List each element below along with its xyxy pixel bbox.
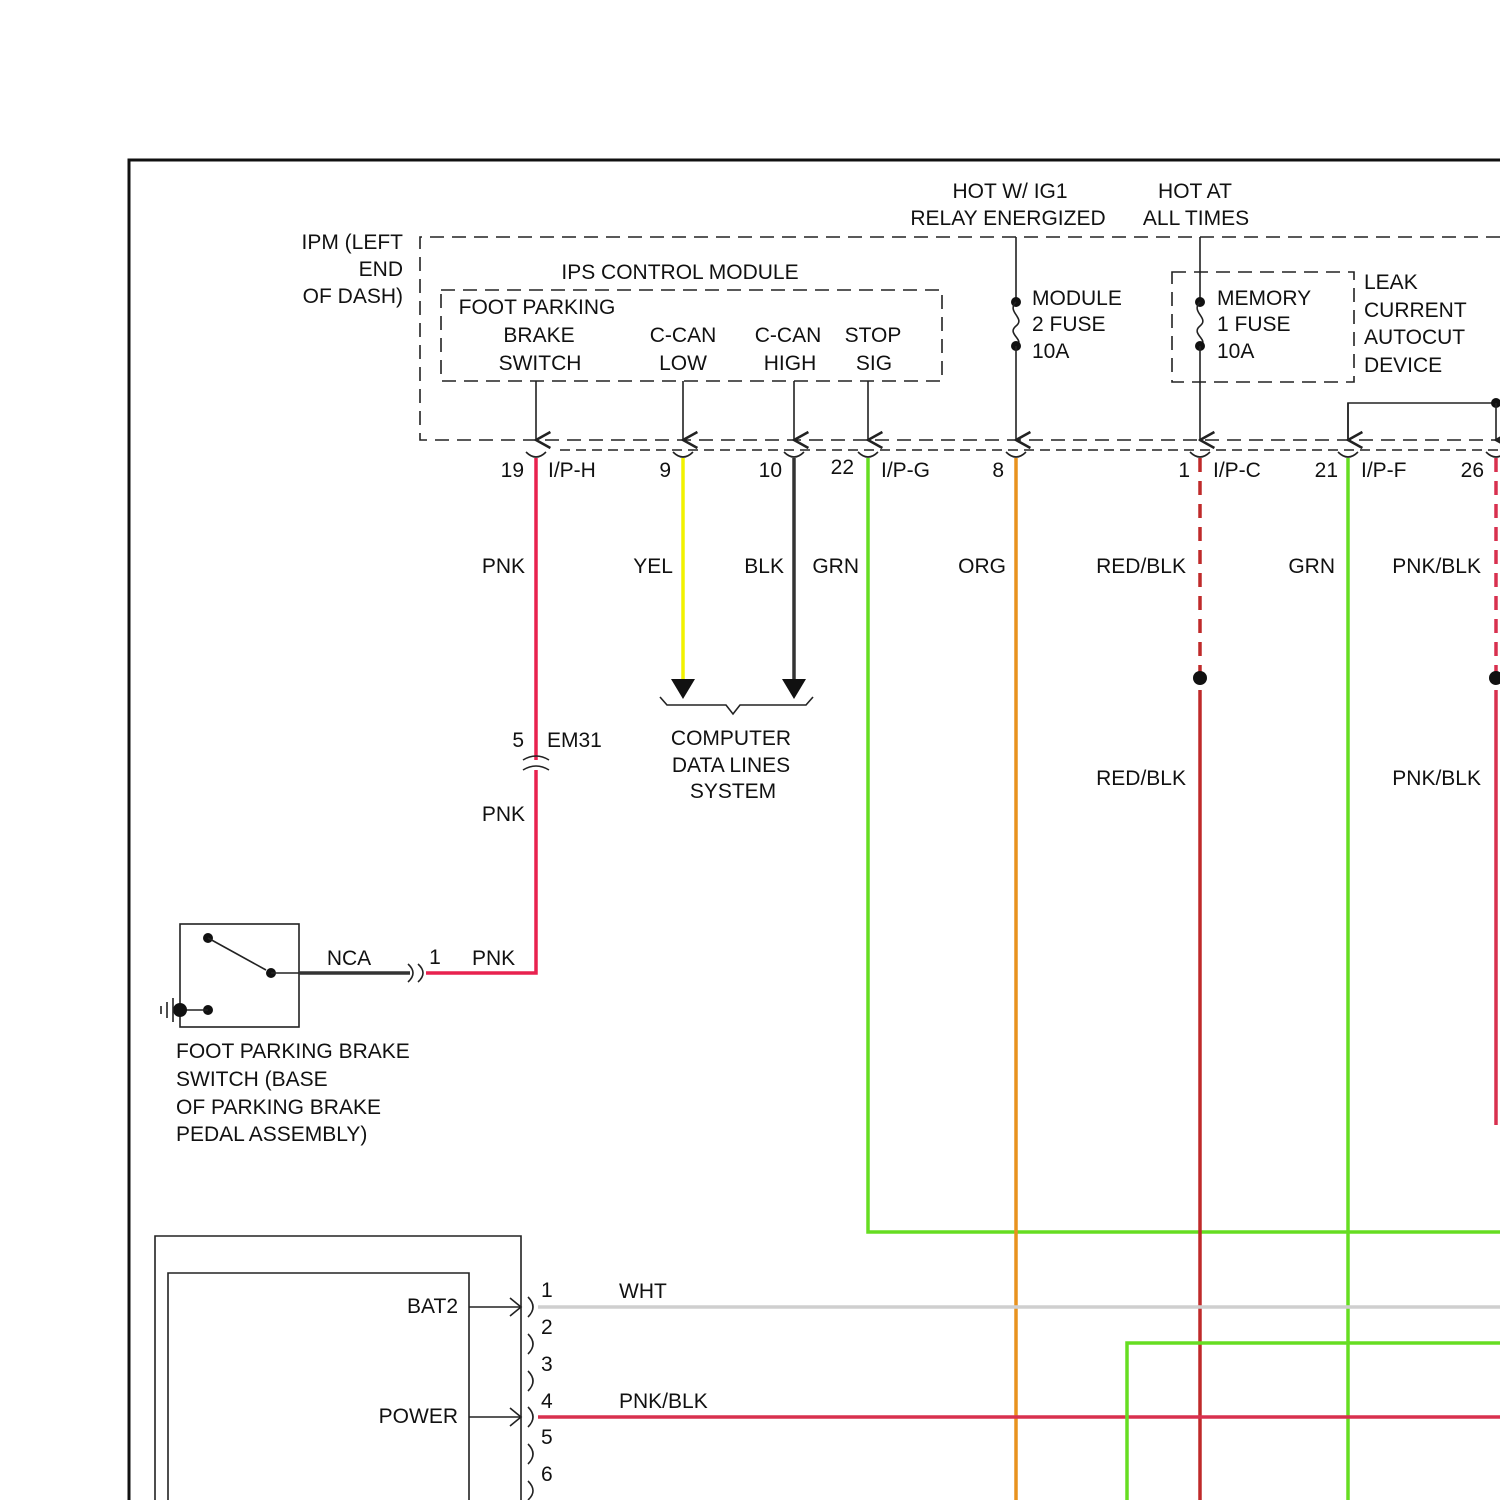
switch-blade [208, 938, 266, 970]
computer-data-label-2: DATA LINES [672, 754, 790, 777]
can-high-label-2: HIGH [764, 352, 817, 375]
splice-redblk [1193, 671, 1207, 685]
fuse-memory1-symbol [1197, 302, 1203, 346]
bottom-pin-2: 2 [541, 1316, 553, 1339]
pin-22: 22 [831, 456, 854, 479]
bat2-label: BAT2 [407, 1295, 458, 1318]
label-pnkblk-mid: PNK/BLK [1392, 767, 1481, 790]
bottom-module-outer [155, 1236, 521, 1500]
leak-device-label-3: AUTOCUT [1364, 326, 1465, 349]
fuse-module2-symbol [1013, 302, 1019, 346]
power-label: POWER [379, 1405, 458, 1428]
pin-19: 19 [501, 459, 524, 482]
stop-sig-label-1: STOP [845, 324, 902, 347]
connector-ipf: I/P-F [1361, 459, 1407, 482]
label-wht: WHT [619, 1280, 667, 1303]
bottom-pin-4: 4 [541, 1390, 553, 1413]
fuse-memory1-label-2: 1 FUSE [1217, 313, 1291, 336]
foot-brake-label-3: SWITCH [499, 352, 582, 375]
connector-iph: I/P-H [548, 459, 596, 482]
leak-device-label-4: DEVICE [1364, 354, 1442, 377]
connector-receptacles [526, 452, 1500, 457]
pin-26: 26 [1461, 459, 1484, 482]
label-blk: BLK [744, 555, 784, 578]
can-low-label-1: C-CAN [650, 324, 717, 347]
ipm-label-line1: IPM (LEFT [301, 231, 403, 254]
fuse-memory1-label-3: 10A [1217, 340, 1254, 363]
foot-switch-label-4: PEDAL ASSEMBLY) [176, 1123, 367, 1146]
label-nca: NCA [327, 947, 371, 970]
label-pnk-bottom: PNK [472, 947, 515, 970]
bottom-pin-1: 1 [541, 1279, 553, 1302]
wire-grn-lower [1127, 1343, 1500, 1500]
pin-1-ipc: 1 [1178, 459, 1190, 482]
pin-10: 10 [759, 459, 782, 482]
fuse-module2-label-2: 2 FUSE [1032, 313, 1106, 336]
ipm-label-line2: END [359, 258, 403, 281]
can-high-arrowhead [782, 679, 806, 699]
ig1-label-line2: RELAY ENERGIZED [910, 207, 1105, 230]
fuse-memory1-label-1: MEMORY [1217, 287, 1311, 310]
bottom-pin-6: 6 [541, 1463, 553, 1486]
splice-pnkblk [1489, 671, 1500, 685]
ipm-label-line3: OF DASH) [303, 285, 403, 308]
foot-brake-switch-box [180, 924, 299, 1027]
label-pnk-mid: PNK [482, 803, 525, 826]
bottom-pin-3: 3 [541, 1353, 553, 1376]
ig1-label-line1: HOT W/ IG1 [952, 180, 1067, 203]
ground-icon [161, 998, 173, 1022]
label-pnkblk-top: PNK/BLK [1392, 555, 1481, 578]
bottom-connector-receptacles [528, 1297, 533, 1500]
em31-connector-bottom [523, 766, 549, 770]
label-redblk-mid: RED/BLK [1096, 767, 1186, 790]
label-pnkblk-bottom: PNK/BLK [619, 1390, 708, 1413]
label-grn-21: GRN [1288, 555, 1335, 578]
wire-pnk-em31-to-switch [426, 770, 536, 973]
em31-name: EM31 [547, 729, 602, 752]
label-yel: YEL [633, 555, 673, 578]
pin-9: 9 [659, 459, 671, 482]
foot-switch-label-2: SWITCH (BASE [176, 1068, 328, 1091]
foot-brake-label-2: BRAKE [503, 324, 574, 347]
batt-label-line2: ALL TIMES [1143, 207, 1249, 230]
batt-label-line1: HOT AT [1158, 180, 1232, 203]
stop-sig-label-2: SIG [856, 352, 892, 375]
em31-pin: 5 [512, 729, 524, 752]
switch-connector-right [418, 964, 423, 982]
label-grn-22: GRN [812, 555, 859, 578]
foot-brake-label-1: FOOT PARKING [459, 296, 616, 319]
computer-data-brace [660, 697, 813, 714]
label-pnk-top: PNK [482, 555, 525, 578]
computer-data-label-3: SYSTEM [690, 780, 776, 803]
leak-device-label-2: CURRENT [1364, 299, 1467, 322]
leak-device-label-1: LEAK [1364, 271, 1418, 294]
ips-module-title: IPS CONTROL MODULE [561, 261, 798, 284]
label-org: ORG [958, 555, 1006, 578]
leak-device-link [1348, 403, 1496, 440]
can-high-label-1: C-CAN [755, 324, 822, 347]
computer-data-label-1: COMPUTER [671, 727, 791, 750]
pin-8: 8 [992, 459, 1004, 482]
switch-connector-pin: 1 [429, 946, 441, 969]
fuse-module2-label-1: MODULE [1032, 287, 1122, 310]
can-low-label-2: LOW [659, 352, 707, 375]
bottom-pin-5: 5 [541, 1426, 553, 1449]
connector-ipg: I/P-G [881, 459, 930, 482]
foot-switch-label-3: OF PARKING BRAKE [176, 1096, 381, 1119]
label-redblk-top: RED/BLK [1096, 555, 1186, 578]
can-low-arrowhead [671, 679, 695, 699]
foot-switch-label-1: FOOT PARKING BRAKE [176, 1040, 410, 1063]
pin-21: 21 [1315, 459, 1338, 482]
connector-ipc: I/P-C [1213, 459, 1261, 482]
fuse-module2-label-3: 10A [1032, 340, 1069, 363]
ground-terminal [173, 1003, 187, 1017]
